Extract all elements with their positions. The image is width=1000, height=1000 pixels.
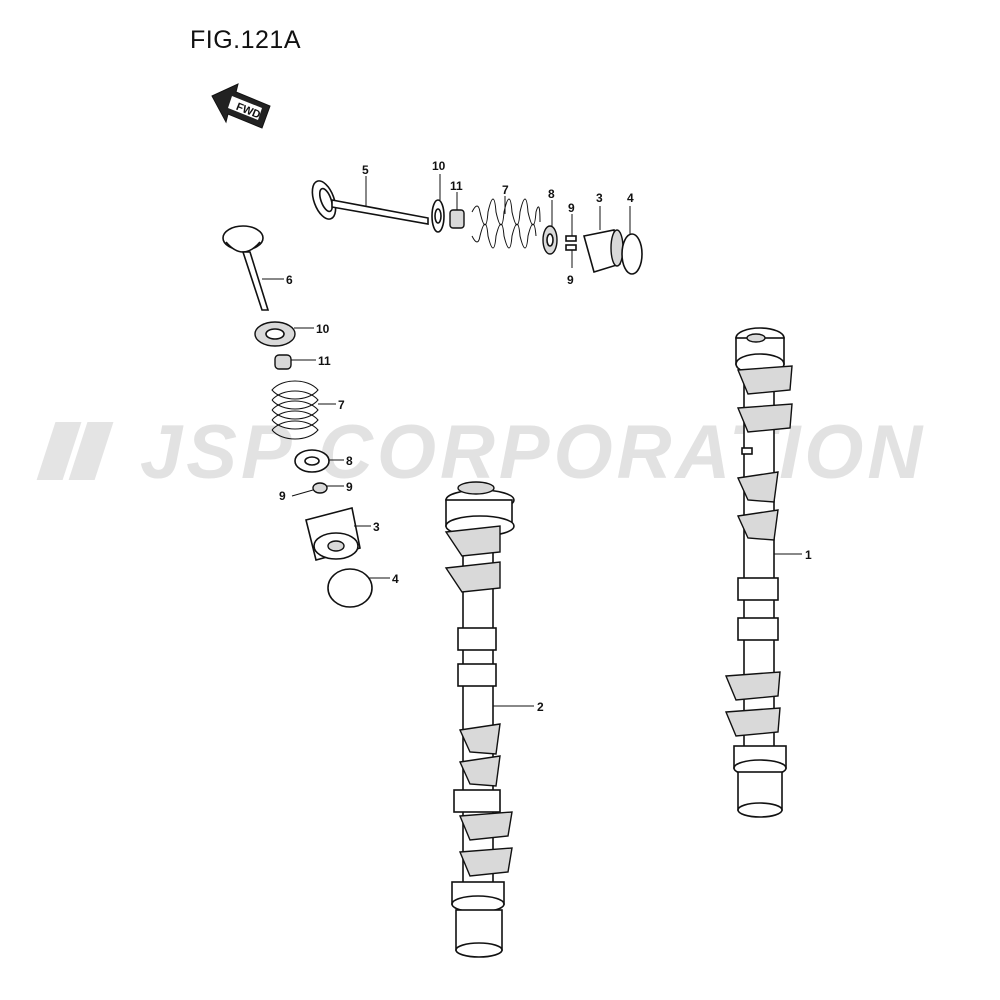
watermark-text: JSP CORPORATION: [140, 410, 926, 495]
callout-5: 5: [362, 163, 369, 177]
callout-10-upper: 10: [432, 159, 446, 173]
callout-2: 2: [537, 700, 544, 714]
valve-stem-seal-left: [274, 354, 292, 370]
leader-lines: [262, 174, 802, 707]
valve-cotter-upper: [565, 235, 577, 251]
callout-3-upper: 3: [596, 191, 603, 205]
callout-4-upper: 4: [627, 191, 634, 205]
callout-6: 6: [286, 273, 293, 287]
camshaft-intake: [444, 481, 515, 958]
valve-shim-upper: [621, 233, 643, 275]
valve-spring-seat-left: [254, 321, 296, 347]
watermark: JSP CORPORATION: [36, 410, 926, 495]
callout-9-left-right: 9: [346, 480, 353, 494]
callout-10-left: 10: [316, 322, 330, 336]
callout-7-left: 7: [338, 398, 345, 412]
camshaft-exhaust: [724, 327, 793, 818]
valve-exhaust: [311, 180, 429, 225]
callout-11-upper: 11: [450, 179, 463, 193]
valve-spring-retainer-left: [294, 449, 330, 473]
valve-spring-upper: [471, 198, 541, 249]
fwd-arrow: FWD: [211, 83, 271, 129]
callout-7-upper: 7: [502, 183, 509, 197]
callout-11-left: 11: [318, 354, 331, 368]
callouts: 5 10 11 7 8 9 9 3 4 6 10 11 7 8 9 9 3 4 …: [279, 159, 812, 714]
valve-lifter-left: [305, 507, 361, 561]
valve-stem-seal-upper: [449, 209, 465, 229]
valve-cotter-left: [312, 482, 328, 494]
callout-3-left: 3: [373, 520, 380, 534]
callout-1: 1: [805, 548, 812, 562]
callout-9-left-left: 9: [279, 489, 286, 503]
figure-title: FIG.121A: [190, 26, 301, 54]
valve-lifter-upper: [582, 229, 624, 274]
callout-8-left: 8: [346, 454, 353, 468]
callout-8-upper: 8: [548, 187, 555, 201]
callout-9-upper-top: 9: [568, 201, 575, 215]
valve-intake: [222, 225, 270, 311]
valve-spring-retainer-upper: [542, 225, 558, 255]
valve-spring-left: [271, 380, 319, 440]
valve-spring-seat-upper: [431, 199, 445, 233]
callout-4-left: 4: [392, 572, 399, 586]
valve-shim-left: [327, 568, 373, 608]
callout-9-upper-bottom: 9: [567, 273, 574, 287]
watermark-logo-mark: [36, 422, 82, 480]
